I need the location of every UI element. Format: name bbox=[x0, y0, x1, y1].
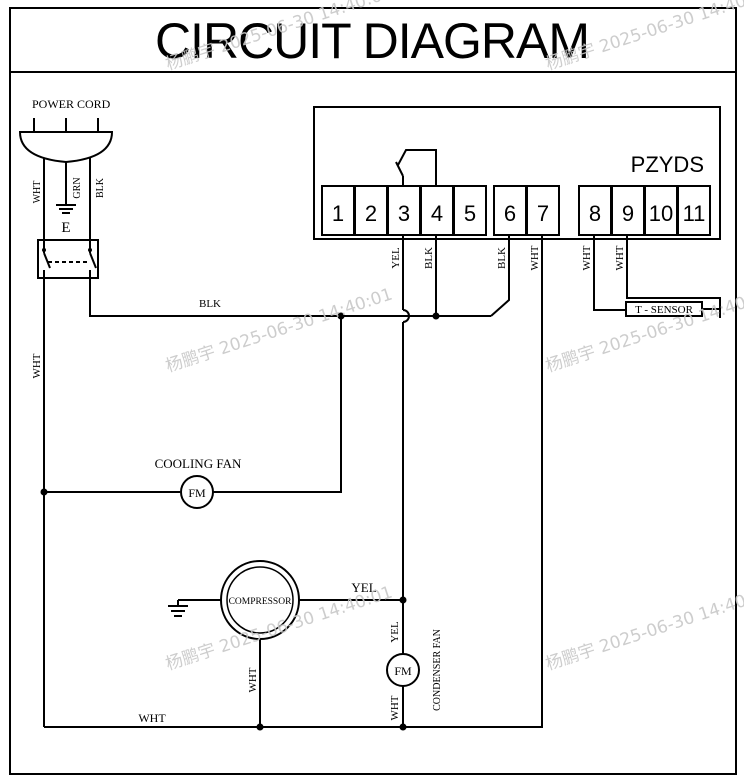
power-cord: POWER CORD bbox=[18, 97, 114, 164]
compressor: COMPRESSOR bbox=[220, 560, 300, 640]
condenser-fan-label: CONDENSER FAN bbox=[432, 629, 443, 711]
cooling-fan-label: COOLING FAN bbox=[155, 456, 242, 471]
terminal-label: 7 bbox=[537, 201, 549, 226]
power-cord-label: POWER CORD bbox=[32, 97, 111, 111]
t-sensor: T - SENSOR bbox=[625, 301, 720, 317]
cord-wire-label-grn: GRN bbox=[72, 177, 83, 198]
terminal-wires bbox=[43, 235, 721, 728]
cord-wire-label-blk: BLK bbox=[95, 177, 106, 198]
outer-frame bbox=[9, 7, 737, 775]
wire-label-compressor-wht: WHT bbox=[247, 667, 259, 692]
cooling-fan: COOLING FAN FM bbox=[155, 456, 242, 509]
condenser-fan-motor-icon bbox=[386, 653, 420, 687]
watermark-text: 杨鹏宇 2025-06-30 14:40:01 bbox=[543, 583, 744, 675]
wire-label-compressor-yel: YEL bbox=[351, 580, 376, 595]
terminal-box bbox=[453, 185, 487, 236]
condenser-fan-symbol: FM bbox=[394, 664, 412, 678]
cooling-fan-symbol: FM bbox=[188, 486, 206, 500]
earth-ground-icon bbox=[56, 204, 76, 214]
controller-model: PZYDS bbox=[631, 152, 704, 177]
controller-housing bbox=[313, 106, 721, 240]
wire-label-t7: WHT bbox=[529, 245, 541, 270]
wire-label-t4: BLK bbox=[423, 247, 435, 269]
cord-wires bbox=[43, 158, 91, 248]
t-sensor-label: T - SENSOR bbox=[635, 304, 694, 316]
wire-label-bottom-wht: WHT bbox=[138, 711, 166, 725]
terminal-label: 2 bbox=[365, 201, 377, 226]
wire-label-t6: BLK bbox=[496, 247, 508, 269]
terminal-label: 6 bbox=[504, 201, 516, 226]
wire-label-left-wht: WHT bbox=[31, 353, 43, 378]
terminal-label: 8 bbox=[589, 201, 601, 226]
wire-label-condenser-wht: WHT bbox=[389, 695, 401, 720]
wire-label-main-blk: BLK bbox=[199, 298, 221, 310]
junction-dots bbox=[40, 312, 440, 731]
compressor-ground-icon bbox=[168, 605, 188, 617]
wire-label-t8: WHT bbox=[581, 245, 593, 270]
terminal-label: 4 bbox=[431, 201, 443, 226]
terminal-label: 9 bbox=[622, 201, 634, 226]
cooling-fan-motor-icon bbox=[180, 475, 214, 509]
terminal-label: 10 bbox=[649, 201, 673, 226]
earth-label: E bbox=[61, 220, 70, 236]
terminal-label: 5 bbox=[464, 201, 476, 226]
terminal-label: 1 bbox=[332, 201, 344, 226]
plug-icon bbox=[18, 131, 114, 164]
diagram-title: CIRCUIT DIAGRAM bbox=[155, 13, 589, 69]
cord-wire-label-wht: WHT bbox=[32, 181, 43, 204]
terminal-label: 3 bbox=[398, 201, 410, 226]
wire-label-condenser-yel: YEL bbox=[389, 621, 401, 643]
compressor-outer-ring bbox=[220, 560, 300, 640]
terminal-label: 11 bbox=[683, 201, 706, 226]
relay-contact bbox=[395, 149, 437, 186]
compressor-inner-ring bbox=[226, 566, 294, 634]
terminal-box bbox=[677, 185, 711, 236]
wire-label-t9: WHT bbox=[614, 245, 626, 270]
condenser-fan: FM CONDENSER FAN bbox=[386, 629, 443, 711]
wire-label-t3: YEL bbox=[390, 247, 402, 269]
compressor-label: COMPRESSOR bbox=[229, 597, 292, 607]
